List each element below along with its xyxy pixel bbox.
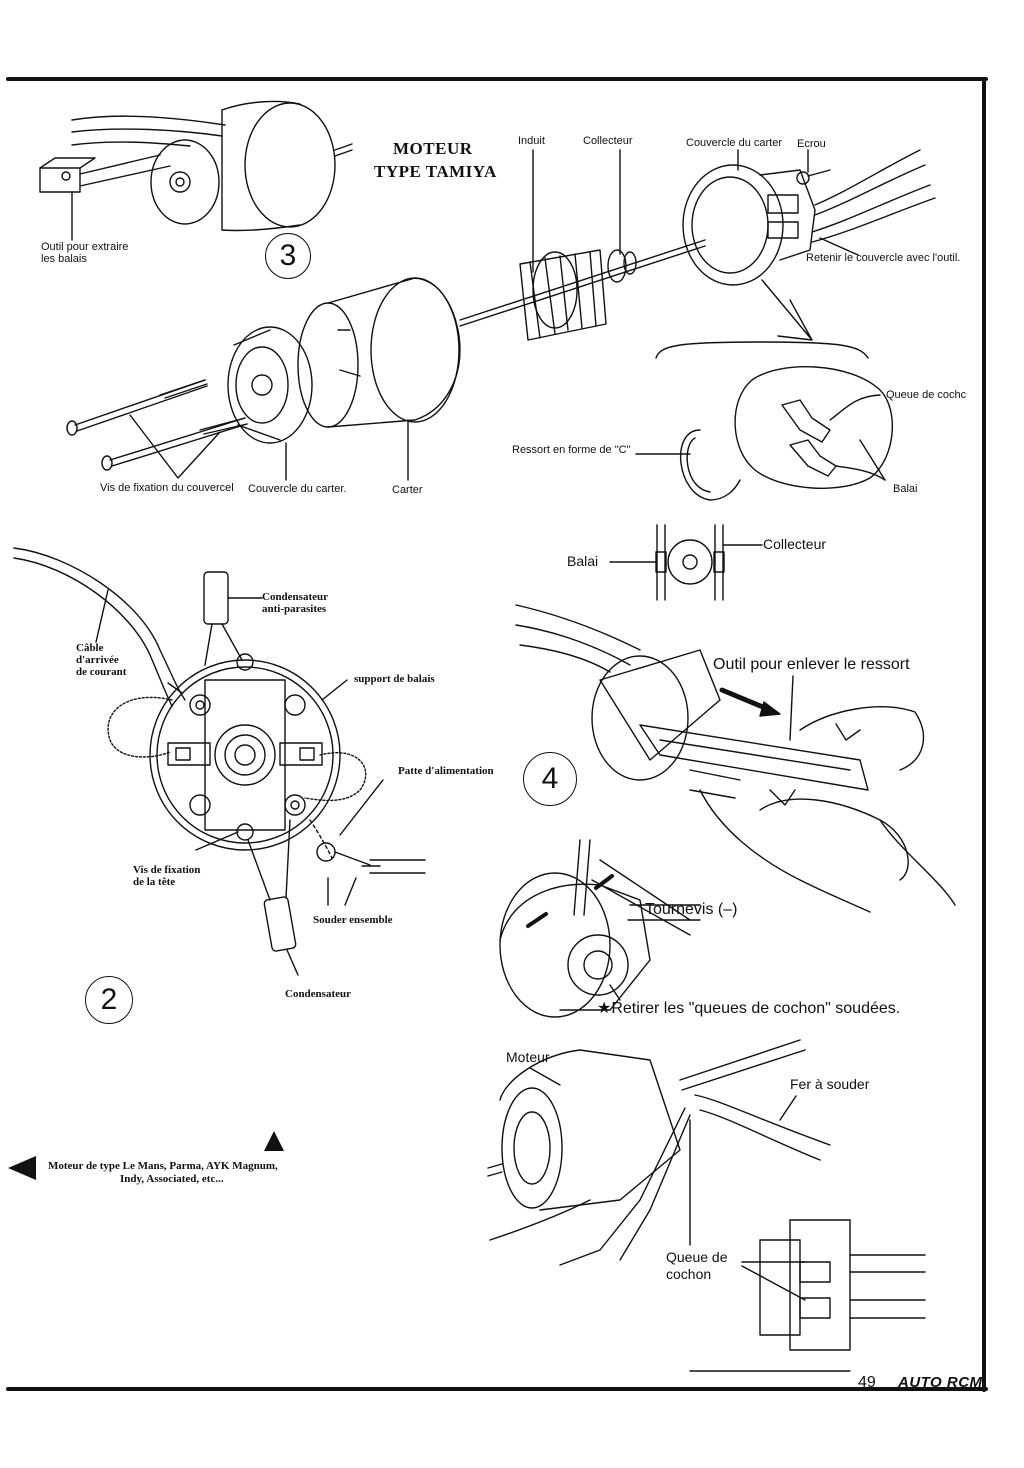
label-vis-tete-2: de la tête [133, 876, 176, 888]
label-cable-2: d'arrivée [76, 654, 119, 666]
label-carter: Carter [392, 484, 423, 496]
label-ecrou: Ecrou [797, 138, 826, 150]
section3-title-line1: MOTEUR [393, 139, 473, 158]
label-souder: Souder ensemble [313, 914, 393, 926]
label-outil-ressort: Outil pour enlever le ressort [713, 656, 910, 673]
label-vis-fixation: Vis de fixation du couvercel [100, 482, 234, 494]
caption-line1: Moteur de type Le Mans, Parma, AYK Magnu… [48, 1160, 278, 1172]
label-condensateur-ap-1: Condensateur [262, 591, 329, 603]
section3-number: 3 [265, 233, 311, 279]
caption-line2: Indy, Associated, etc... [120, 1173, 224, 1185]
label-balai: Balai [893, 483, 918, 495]
up-triangle-icon [264, 1131, 284, 1151]
label-outil-extraire-1: Outil pour extraire [41, 241, 129, 253]
section2-drawing [13, 547, 426, 976]
label-retirer: ★Retirer les "queues de cochon" soudées. [597, 1000, 901, 1017]
label-vis-tete-1: Vis de fixation [133, 864, 201, 876]
label-detail-collecteur: Collecteur [763, 536, 827, 552]
label-couvercle-carter2: Couvercle du carter. [248, 483, 347, 495]
page-number: 49 [858, 1374, 876, 1391]
section2-number: 2 [85, 976, 133, 1024]
label-fer: Fer à souder [790, 1076, 870, 1092]
label-tournevis: Tournevis (–) [645, 901, 738, 918]
label-couvercle-carter: Couvercle du carter [686, 137, 782, 149]
label-cable-3: de courant [76, 666, 127, 678]
label-queue-2: cochon [666, 1266, 712, 1282]
section3-drawing [39, 100, 936, 501]
label-queue-1: Queue de [666, 1249, 728, 1265]
label-collecteur: Collecteur [583, 135, 633, 147]
label-retenir: Retenir le couvercle avec l'outil. [806, 252, 961, 264]
label-cable-1: Câble [76, 642, 104, 654]
label-moteur: Moteur [506, 1049, 550, 1065]
section3-title-line2: TYPE TAMIYA [374, 162, 497, 181]
label-detail-balai: Balai [567, 553, 599, 569]
label-support-balais: support de balais [354, 673, 435, 685]
label-condensateur-ap-2: anti-parasites [262, 603, 327, 615]
section4-number: 4 [523, 752, 577, 806]
left-triangle-icon [8, 1156, 36, 1180]
section4-drawing [487, 604, 956, 1372]
label-ressort-c: Ressort en forme de "C" [512, 444, 631, 456]
label-patte: Patte d'alimentation [398, 765, 494, 777]
label-queue-cochon: Queue de cochc [886, 389, 967, 401]
label-outil-extraire-2: les balais [41, 253, 87, 265]
label-induit: Induit [518, 135, 545, 147]
collecteur-detail [609, 524, 763, 601]
label-condensateur: Condensateur [285, 988, 352, 1000]
magazine-name: AUTO RCM [898, 1374, 983, 1391]
